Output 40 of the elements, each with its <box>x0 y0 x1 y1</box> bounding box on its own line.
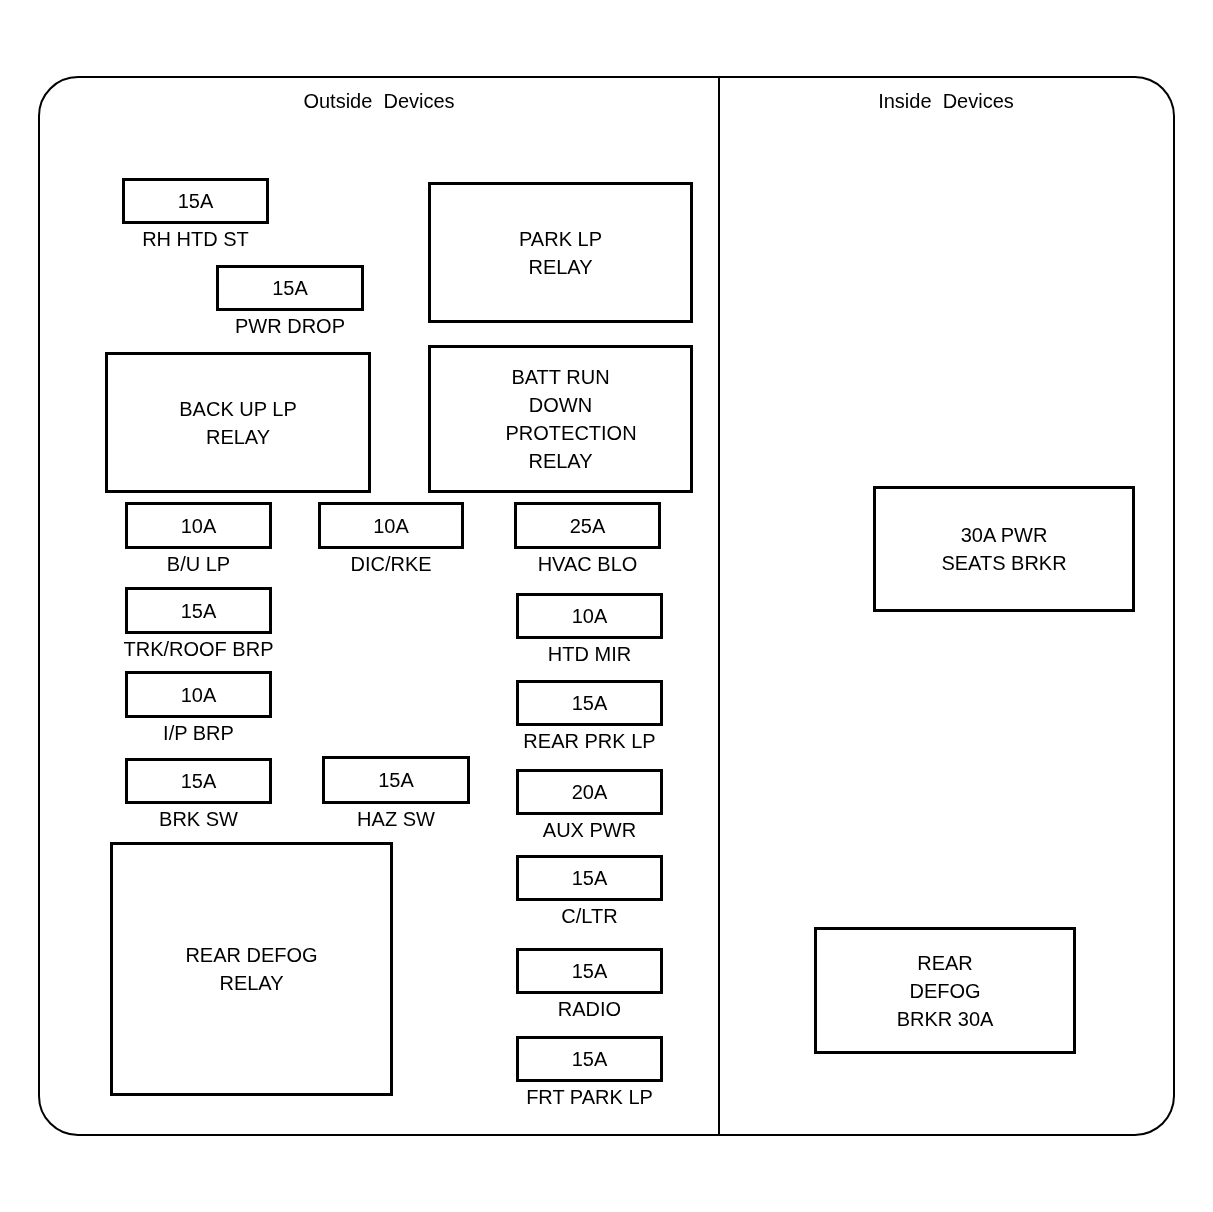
fuse-box: 15A <box>125 758 272 804</box>
fuse-label: HVAC BLO <box>537 553 638 576</box>
fuse-label: RADIO <box>557 998 622 1021</box>
fuse-box: 15A <box>122 178 269 224</box>
fuse-label: DIC/RKE <box>350 553 432 576</box>
fuse-box: 15A <box>216 265 364 311</box>
fuse-label: FRT PARK LP <box>526 1086 653 1109</box>
fuse-label: BRK SW <box>159 808 238 831</box>
panel-section <box>719 76 1175 1136</box>
fuse-label: HTD MIR <box>547 643 632 666</box>
fuse-label: REAR PRK LP <box>523 730 656 753</box>
fuse-label: AUX PWR <box>542 819 637 842</box>
breaker-box: REAR DEFOG BRKR 30A <box>814 927 1076 1054</box>
fuse-box: 10A <box>125 671 272 718</box>
fuse-box: 20A <box>516 769 663 815</box>
fuse-label: PWR DROP <box>235 315 345 338</box>
fuse-box: 15A <box>516 680 663 726</box>
section-heading: Outside Devices <box>303 90 455 113</box>
fuse-box: 25A <box>514 502 661 549</box>
fuse-box: 15A <box>516 855 663 901</box>
fuse-box: 10A <box>125 502 272 549</box>
breaker-box: 30A PWR SEATS BRKR <box>873 486 1135 612</box>
fuse-label: HAZ SW <box>357 808 435 831</box>
fuse-box: 15A <box>516 1036 663 1082</box>
section-heading: Inside Devices <box>878 90 1014 113</box>
fuse-box: 15A <box>125 587 272 634</box>
relay-box: PARK LP RELAY <box>428 182 693 323</box>
fuse-box: 10A <box>516 593 663 639</box>
fuse-box: 10A <box>318 502 464 549</box>
fuse-label: TRK/ROOF BRP <box>123 638 274 661</box>
panel-section <box>38 76 720 1136</box>
fuse-box: 15A <box>322 756 470 804</box>
relay-box: BATT RUN DOWN PROTECTION RELAY <box>428 345 693 493</box>
relay-box: REAR DEFOG RELAY <box>110 842 393 1096</box>
fuse-box: 15A <box>516 948 663 994</box>
fuse-label: B/U LP <box>166 553 231 576</box>
fuse-label: I/P BRP <box>163 722 234 745</box>
fuse-label: RH HTD ST <box>142 228 249 251</box>
relay-box: BACK UP LP RELAY <box>105 352 371 493</box>
fuse-label: C/LTR <box>561 905 618 928</box>
